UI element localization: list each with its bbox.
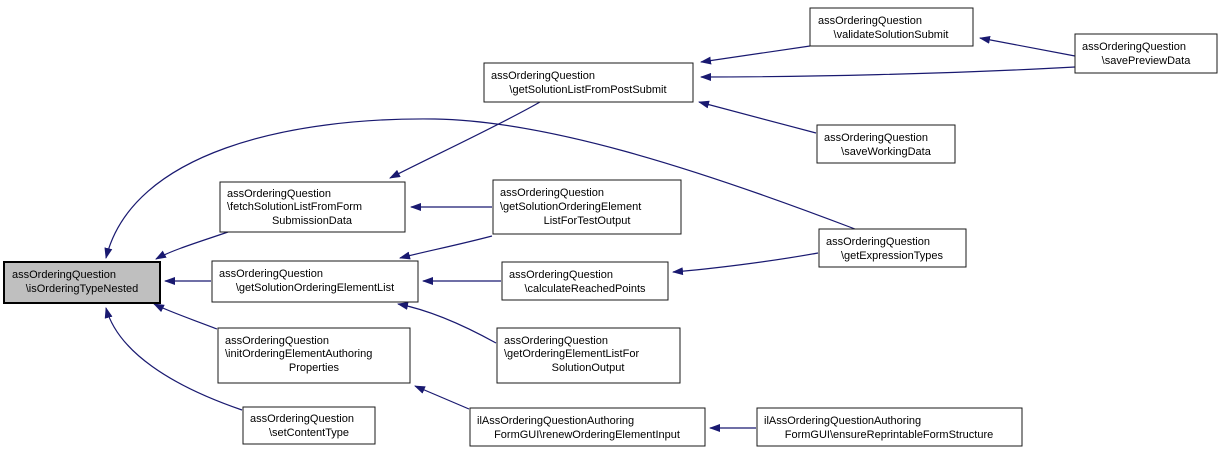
node-getExpressionTypes[interactable]: assOrderingQuestion \getExpressionTypes bbox=[818, 228, 967, 268]
node-label-line: assOrderingQuestion bbox=[500, 187, 604, 199]
edge-getExpressionTypes-to-isOrderingTypeNested bbox=[104, 118, 856, 259]
node-label-line: ilAssOrderingQuestionAuthoring bbox=[477, 415, 634, 427]
node-getSolutionListFromPostSubmit[interactable]: assOrderingQuestion \getSolutionListFrom… bbox=[483, 62, 694, 103]
node-label-line: assOrderingQuestion bbox=[509, 269, 613, 281]
edge-initOrderingElementAuthoringProperties-to-isOrderingTypeNested bbox=[153, 303, 218, 330]
node-box bbox=[492, 179, 682, 235]
node-ensureReprintableFormStructure[interactable]: ilAssOrderingQuestionAuthoring FormGUI\e… bbox=[756, 407, 1023, 447]
node-label-line: assOrderingQuestion bbox=[826, 236, 930, 248]
node-label-line: \getExpressionTypes bbox=[841, 250, 944, 262]
node-label-line: SolutionOutput bbox=[552, 362, 625, 374]
node-label: assOrderingQuestion \isOrderingTypeNeste… bbox=[12, 269, 138, 295]
edge-getSolutionOrderingElementListForTestOutput-to-getSolutionOrderingElementList bbox=[399, 235, 493, 260]
node-label-line: \calculateReachedPoints bbox=[524, 283, 646, 295]
node-label-line: \getOrderingElementListFor bbox=[504, 348, 639, 360]
node-box bbox=[483, 62, 694, 103]
node-label: assOrderingQuestion \getOrderingElementL… bbox=[504, 335, 642, 374]
edge-savePreviewData-to-getSolutionListFromPostSubmit bbox=[700, 66, 1076, 81]
node-label-line: \fetchSolutionListFromForm bbox=[227, 201, 362, 213]
node-label-line: \setContentType bbox=[269, 427, 349, 439]
node-getOrderingElementListForSolutionOutput[interactable]: assOrderingQuestion \getOrderingElementL… bbox=[496, 327, 681, 384]
node-box bbox=[501, 261, 669, 301]
edge-getSolutionListFromPostSubmit-to-fetchSolutionListFromFormSubmissionData bbox=[389, 101, 541, 179]
node-label: assOrderingQuestion \initOrderingElement… bbox=[225, 335, 375, 374]
edge-saveWorkingData-to-getSolutionListFromPostSubmit bbox=[698, 100, 817, 134]
node-saveWorkingData[interactable]: assOrderingQuestion \saveWorkingData bbox=[816, 124, 956, 164]
node-initOrderingElementAuthoringProperties[interactable]: assOrderingQuestion \initOrderingElement… bbox=[217, 327, 411, 384]
node-box bbox=[496, 327, 681, 384]
node-label: ilAssOrderingQuestionAuthoring FormGUI\r… bbox=[477, 415, 680, 441]
edge-fetchSolutionListFromFormSubmissionData-to-isOrderingTypeNested bbox=[155, 231, 229, 260]
node-label-line: \validateSolutionSubmit bbox=[834, 29, 949, 41]
node-label-line: SubmissionData bbox=[272, 215, 353, 227]
node-label: ilAssOrderingQuestionAuthoring FormGUI\e… bbox=[764, 415, 993, 441]
node-label-line: assOrderingQuestion bbox=[491, 70, 595, 82]
edge-renewOrderingElementInput-to-initOrderingElementAuthoringProperties bbox=[414, 385, 470, 410]
node-label-line: \initOrderingElementAuthoring bbox=[225, 348, 372, 360]
node-box bbox=[3, 261, 161, 304]
node-box bbox=[756, 407, 1023, 447]
node-box bbox=[211, 260, 419, 303]
node-label-line: assOrderingQuestion bbox=[227, 188, 331, 200]
node-label: assOrderingQuestion \getSolutionListFrom… bbox=[491, 70, 667, 96]
edge-getExpressionTypes-to-calculateReachedPoints bbox=[672, 252, 819, 276]
node-calculateReachedPoints[interactable]: assOrderingQuestion \calculateReachedPoi… bbox=[501, 261, 669, 301]
node-label: assOrderingQuestion \saveWorkingData bbox=[824, 132, 932, 158]
node-label-line: \getSolutionListFromPostSubmit bbox=[509, 84, 666, 96]
node-isOrderingTypeNested[interactable]: assOrderingQuestion \isOrderingTypeNeste… bbox=[3, 261, 161, 304]
node-getSolutionOrderingElementListForTestOutput[interactable]: assOrderingQuestion \getSolutionOrdering… bbox=[492, 179, 682, 235]
node-label-line: FormGUI\renewOrderingElementInput bbox=[494, 429, 680, 441]
node-label: assOrderingQuestion \setContentType bbox=[250, 413, 357, 439]
node-label: assOrderingQuestion \getExpressionTypes bbox=[826, 236, 944, 262]
node-label-line: \savePreviewData bbox=[1102, 55, 1192, 67]
node-box bbox=[818, 228, 967, 268]
node-box bbox=[809, 7, 974, 47]
node-box bbox=[242, 406, 376, 445]
edge-validateSolutionSubmit-to-getSolutionListFromPostSubmit bbox=[700, 45, 811, 65]
node-label-line: \getSolutionOrderingElement bbox=[500, 201, 641, 213]
node-label-line: assOrderingQuestion bbox=[250, 413, 354, 425]
node-box bbox=[217, 327, 411, 384]
node-label-line: assOrderingQuestion bbox=[824, 132, 928, 144]
node-label: assOrderingQuestion \validateSolutionSub… bbox=[818, 15, 948, 41]
node-label: assOrderingQuestion \savePreviewData bbox=[1082, 41, 1191, 67]
node-box bbox=[1074, 33, 1218, 74]
node-label: assOrderingQuestion \getSolutionOrdering… bbox=[219, 268, 394, 294]
node-savePreviewData[interactable]: assOrderingQuestion \savePreviewData bbox=[1074, 33, 1218, 74]
node-label: assOrderingQuestion \getSolutionOrdering… bbox=[500, 187, 644, 227]
node-getSolutionOrderingElementList[interactable]: assOrderingQuestion \getSolutionOrdering… bbox=[211, 260, 419, 303]
node-box bbox=[816, 124, 956, 164]
node-label-line: Properties bbox=[289, 362, 340, 374]
node-box bbox=[469, 407, 706, 447]
node-validateSolutionSubmit[interactable]: assOrderingQuestion \validateSolutionSub… bbox=[809, 7, 974, 47]
edge-setContentType-to-isOrderingTypeNested bbox=[104, 307, 243, 411]
edge-getOrderingElementListForSolutionOutput-to-getSolutionOrderingElementList bbox=[397, 301, 497, 344]
node-label-line: assOrderingQuestion bbox=[818, 15, 922, 27]
edge-savePreviewData-to-validateSolutionSubmit bbox=[979, 35, 1076, 57]
node-label-line: \isOrderingTypeNested bbox=[26, 283, 139, 295]
node-box bbox=[219, 181, 406, 233]
node-label-line: assOrderingQuestion bbox=[12, 269, 116, 281]
node-label-line: assOrderingQuestion bbox=[504, 335, 608, 347]
node-label-line: ListForTestOutput bbox=[544, 215, 631, 227]
node-label-line: assOrderingQuestion bbox=[225, 335, 329, 347]
node-label-line: FormGUI\ensureReprintableFormStructure bbox=[785, 429, 993, 441]
node-label-line: ilAssOrderingQuestionAuthoring bbox=[764, 415, 921, 427]
node-label-line: assOrderingQuestion bbox=[219, 268, 323, 280]
node-fetchSolutionListFromFormSubmissionData[interactable]: assOrderingQuestion \fetchSolutionListFr… bbox=[219, 181, 406, 233]
node-renewOrderingElementInput[interactable]: ilAssOrderingQuestionAuthoring FormGUI\r… bbox=[469, 407, 706, 447]
node-label-line: \saveWorkingData bbox=[841, 146, 932, 158]
node-label: assOrderingQuestion \calculateReachedPoi… bbox=[509, 269, 646, 295]
node-label: assOrderingQuestion \fetchSolutionListFr… bbox=[227, 188, 365, 227]
node-label-line: assOrderingQuestion bbox=[1082, 41, 1186, 53]
node-setContentType[interactable]: assOrderingQuestion \setContentType bbox=[242, 406, 376, 445]
node-label-line: \getSolutionOrderingElementList bbox=[236, 282, 394, 294]
